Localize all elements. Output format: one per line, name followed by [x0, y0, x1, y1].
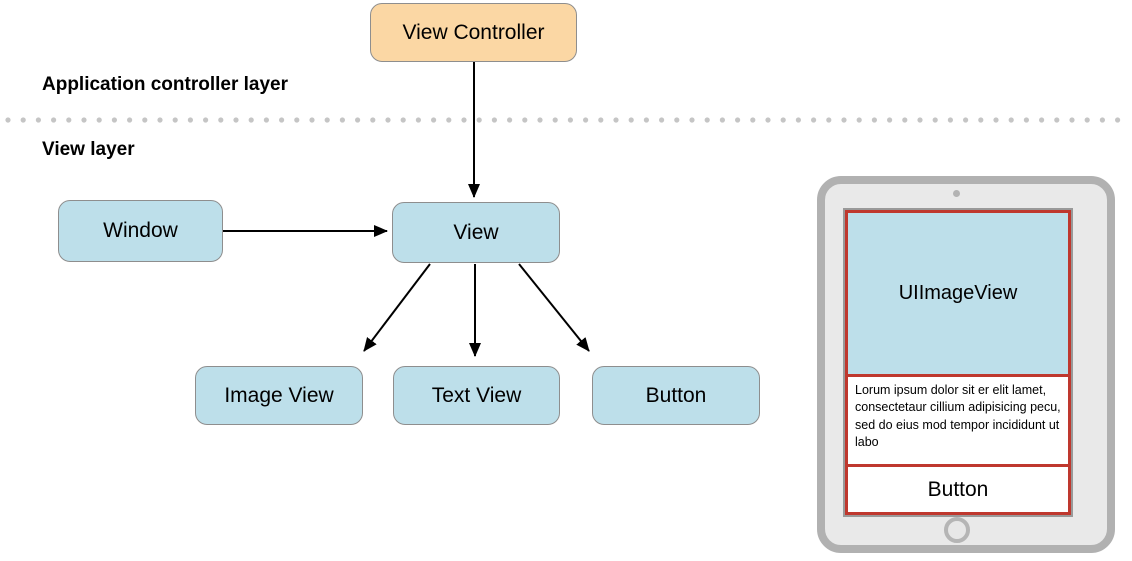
image-view-node: Image View [195, 366, 363, 425]
text-view-region: Lorum ipsum dolor sit er elit lamet, con… [845, 374, 1071, 467]
window-node: Window [58, 200, 223, 262]
application-controller-layer-label: Application controller layer [42, 74, 288, 95]
button-region: Button [845, 464, 1071, 515]
home-button [944, 517, 970, 543]
tablet-device-frame: UIImageView Lorum ipsum dolor sit er eli… [817, 176, 1115, 553]
arrow-view-to-imageview [363, 263, 431, 352]
front-camera-dot [953, 190, 960, 197]
view-node: View [392, 202, 560, 263]
button-node: Button [592, 366, 760, 425]
device-screen: UIImageView Lorum ipsum dolor sit er eli… [843, 208, 1073, 517]
text-view-node: Text View [393, 366, 560, 425]
uiimageview-region: UIImageView [845, 210, 1071, 377]
view-controller-node: View Controller [370, 3, 577, 62]
view-layer-label: View layer [42, 139, 135, 160]
arrow-view-to-button [518, 263, 590, 352]
